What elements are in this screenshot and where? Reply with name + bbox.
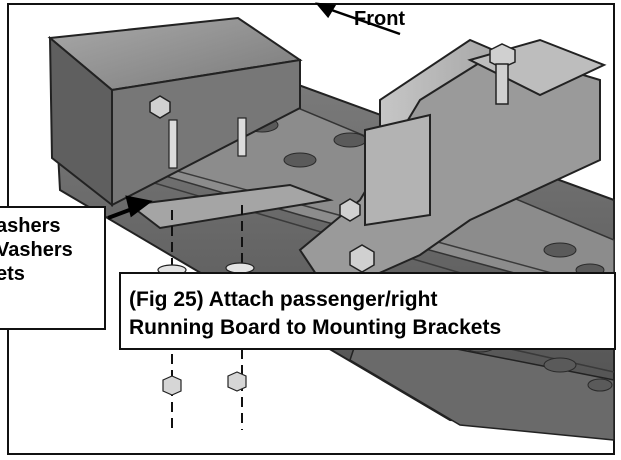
bracket-arm (364, 113, 431, 227)
studs (168, 117, 247, 169)
caption-line-2: Running Board to Mounting Brackets (129, 316, 502, 339)
mounting-plate (127, 183, 334, 230)
front-label: Front (354, 8, 406, 30)
running-board-lip (349, 329, 615, 441)
left-callout-line: ets (0, 263, 25, 285)
nuts (162, 371, 247, 396)
front-arrow-icon (315, 2, 401, 36)
bolt-hex (149, 43, 516, 273)
left-callout-line: ashers (0, 215, 61, 237)
callout-arrow-icon (107, 195, 153, 220)
left-callout: ashers Vashers ets (0, 206, 106, 330)
left-callout-line: Vashers (0, 239, 73, 261)
caption-line-1: (Fig 25) Attach passenger/right (129, 288, 438, 311)
figure-caption: (Fig 25) Attach passenger/right Running … (119, 272, 616, 350)
